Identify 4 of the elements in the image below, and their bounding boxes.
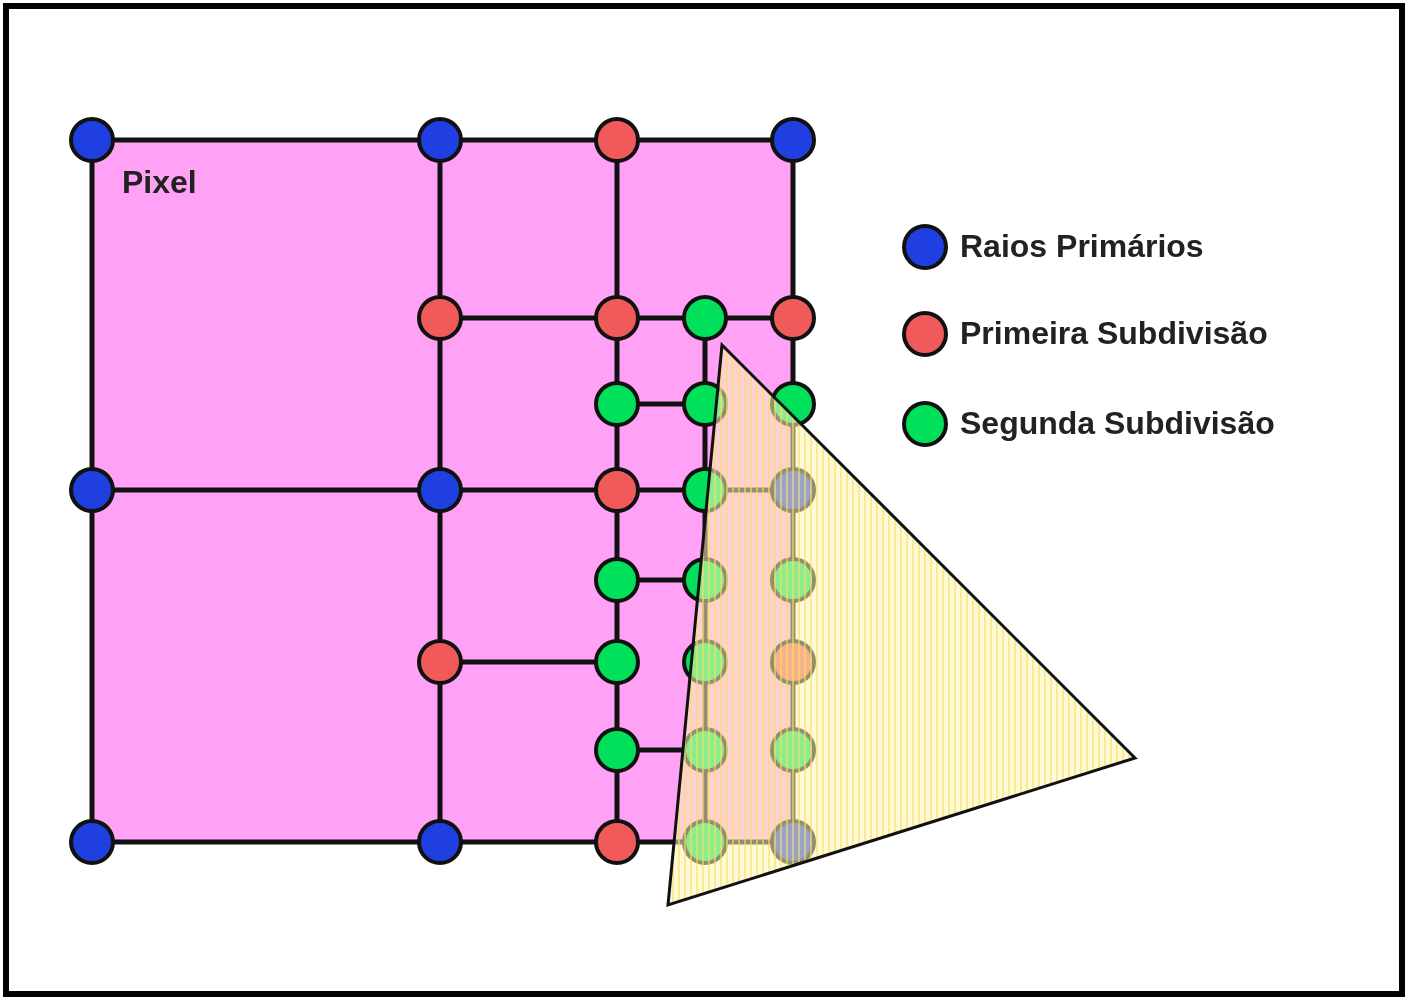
pixel-label: Pixel [122, 166, 197, 198]
legend-label: Segunda Subdivisão [960, 407, 1275, 439]
legend-label: Raios Primários [960, 230, 1204, 262]
legend-label: Primeira Subdivisão [960, 317, 1268, 349]
